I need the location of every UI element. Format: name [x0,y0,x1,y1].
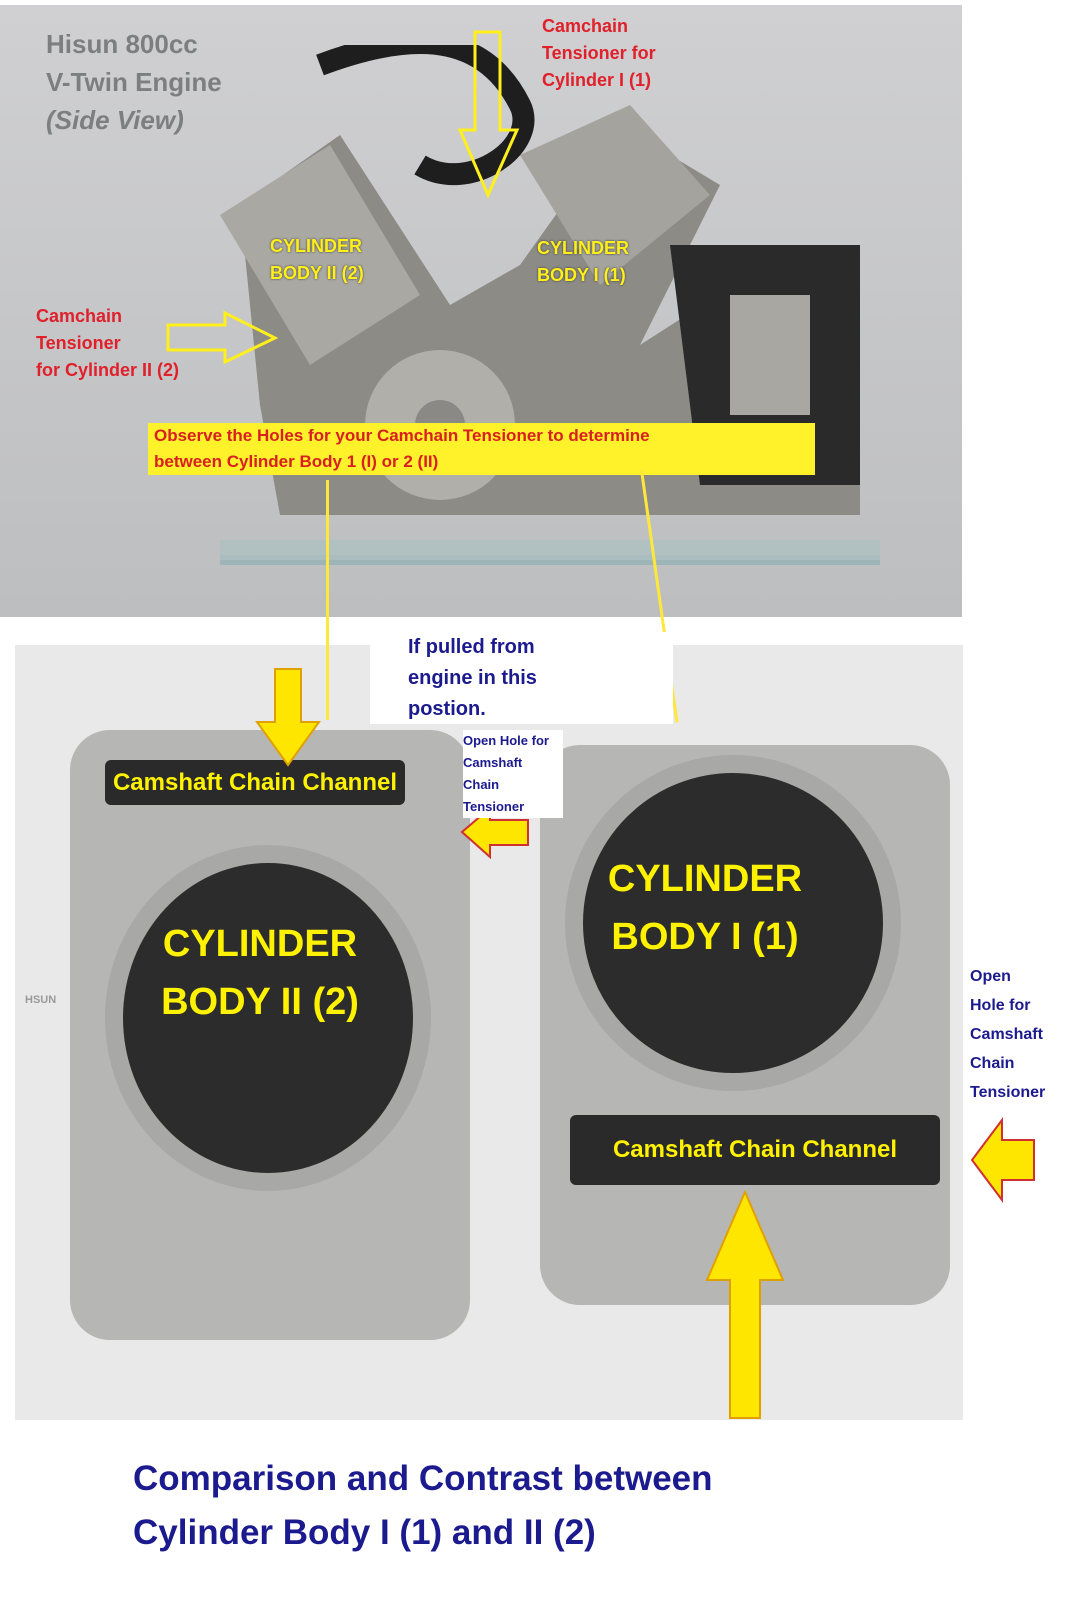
label-line: BODY II (2) [270,263,364,283]
watermark: HSUN [25,975,56,1025]
label-line: Tensioner [36,333,121,353]
label-line: Cylinder I (1) [542,70,652,90]
label-line: for Cylinder II (2) [36,360,180,380]
title-line: Hisun 800cc [46,29,198,59]
label-line: Camchain [542,16,629,36]
tensioner-cyl2-label: Camchain Tensioner for Cylinder II (2) [36,303,179,384]
note-line: Open [970,968,1011,985]
pulled-note: If pulled from engine in this postion. [370,632,673,724]
channel-label-left: Camshaft Chain Channel [105,760,405,805]
arrow-left-icon [970,1117,1035,1203]
title-line: V-Twin Engine [46,67,222,97]
note-line: engine in this [408,667,537,689]
caption-line: Cylinder Body I (1) and II (2) [133,1513,596,1552]
note-line: If pulled from [408,636,535,658]
engine-cyl1-label: CYLINDER BODY I (1) [537,235,629,289]
engine-photo: Hisun 800cc V-Twin Engine (Side View) Ca… [0,5,962,617]
arrow-down-icon [457,30,520,199]
label-line: CYLINDER [270,236,363,256]
cylinders-photo: HSUN Camshaft Chain Channel CYLINDER BOD… [15,645,963,1420]
note-line: Chain [970,1055,1015,1072]
engine-cyl2-label: CYLINDER BODY II (2) [270,233,364,287]
label-line: Tensioner for [542,43,656,63]
engine-title: Hisun 800cc V-Twin Engine (Side View) [46,25,222,139]
open-hole-right-note: Open Hole for Camshaft Chain Tensioner [970,962,1055,1107]
caption-line: Comparison and Contrast between [133,1459,713,1498]
open-hole-left-note: Open Hole for Camshaft Chain Tensioner [463,730,563,818]
label-line: CYLINDER [537,238,630,258]
note-line: Chain Tensioner [463,777,525,814]
label-line: CYLINDER [162,923,358,965]
note-line: Open Hole for [463,733,549,748]
note-line: Hole for [970,997,1031,1014]
arrow-right-icon [166,310,279,365]
note-line: postion. [408,698,486,720]
cyl2-text: CYLINDER BODY II (2) [125,915,395,1031]
note-line: Tensioner [970,1084,1046,1101]
label-line: BODY I (1) [611,916,799,958]
arrow-up-icon [705,1190,785,1419]
label-line: BODY II (2) [161,981,359,1023]
label-line: CYLINDER [607,858,803,900]
label-line: BODY I (1) [537,265,626,285]
engine-illustration [220,45,880,565]
arrow-down-icon [255,668,321,767]
arrow-left-icon [460,805,529,860]
tensioner-cyl1-label: Camchain Tensioner for Cylinder I (1) [542,13,656,94]
observe-note: Observe the Holes for your Camchain Tens… [148,423,815,475]
note-line: Camshaft [970,1026,1043,1043]
note-line: Observe the Holes for your Camchain Tens… [154,426,650,445]
label-line: Camchain [36,306,123,326]
caption: Comparison and Contrast between Cylinder… [133,1452,713,1560]
note-line: between Cylinder Body 1 (I) or 2 (II) [154,452,439,471]
watermark-text: HSUN [25,994,57,1006]
pointer-line [326,480,329,720]
cyl1-text: CYLINDER BODY I (1) [585,850,825,966]
title-line: (Side View) [46,105,184,135]
channel-label-right: Camshaft Chain Channel [570,1115,940,1185]
note-line: Camshaft [463,755,523,770]
